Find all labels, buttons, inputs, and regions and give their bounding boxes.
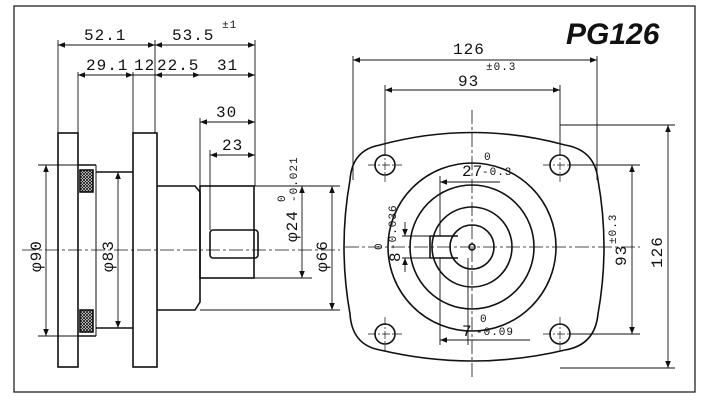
dim-key-depth-tol-lower: -0.09 (476, 327, 514, 339)
front-center-hole (468, 243, 476, 251)
dim-bolt-span-width-tol: ±0.3 (486, 62, 516, 74)
front-flange (343, 131, 605, 362)
keyway (209, 229, 259, 259)
dim-body-dia: φ66 (314, 240, 332, 272)
dim-bolt-span-height: 93 (613, 245, 631, 266)
dim-overall-height-group: 126 (649, 236, 667, 268)
front-shaft-ring (449, 224, 495, 270)
dim-width-left: 52.1 (84, 27, 126, 45)
dim-key-width: 8 (387, 251, 405, 262)
side-dimensions (38, 40, 340, 337)
dim-bolt-span-height-group: 93 ±0.3 (608, 214, 631, 266)
dim-key-width-tol-lower: -0.036 (388, 204, 400, 250)
dim-width-right: 53.5 (172, 27, 214, 45)
dim-outer-dia: φ90 (28, 240, 46, 272)
front-dimensions (352, 56, 675, 369)
dim-seg-a: 29.1 (86, 57, 128, 75)
dim-key-depth-tol-upper: 0 (480, 314, 488, 326)
dim-key-height: 27 (462, 163, 483, 181)
front-outer-ring (387, 162, 557, 332)
front-mid-ring (409, 184, 535, 310)
dim-outer-dia-group: φ90 (28, 240, 46, 272)
dim-seg-c: 22.5 (157, 57, 199, 75)
dim-shaft-dia-tol-upper: 0 (277, 194, 289, 202)
dim-key-height-tol-upper: 0 (484, 152, 492, 164)
dim-shaft-length: 30 (216, 104, 237, 122)
seal-bottom (79, 309, 94, 333)
dim-body-dia-group: φ66 (314, 240, 332, 272)
dim-key-depth: 7 (462, 323, 473, 341)
dim-key-width-group: 8 0 -0.036 (374, 204, 405, 262)
dim-shaft-dia: φ24 (284, 210, 302, 242)
dim-overall-height: 126 (649, 236, 667, 268)
output-shaft (199, 185, 255, 279)
seal-top (79, 169, 94, 193)
dim-key-width-tol-upper: 0 (374, 242, 386, 250)
housing-body (157, 185, 201, 311)
sheet-border (13, 5, 696, 393)
dim-bolt-span-height-tol: ±0.3 (608, 214, 620, 244)
dim-pilot-dia: φ83 (100, 240, 118, 272)
dim-key-length: 23 (222, 137, 243, 155)
dim-width-right-tol: ±1 (222, 20, 237, 32)
front-body-ring (431, 206, 513, 288)
dim-shaft-dia-group: φ24 0 -0.021 (277, 156, 302, 242)
left-flange (57, 132, 79, 368)
dim-bolt-span-width: 93 (458, 73, 479, 91)
front-key (429, 235, 458, 259)
dim-seg-b: 12 (134, 57, 155, 75)
dim-shaft-dia-tol-lower: -0.021 (289, 156, 301, 202)
right-flange (132, 132, 158, 368)
dim-overall-width: 126 (453, 41, 485, 59)
model-title: PG126 (566, 18, 660, 51)
dim-key-height-tol-lower: -0.3 (482, 167, 512, 179)
dim-pilot-dia-group: φ83 (100, 240, 118, 272)
dim-seg-d: 31 (217, 57, 238, 75)
